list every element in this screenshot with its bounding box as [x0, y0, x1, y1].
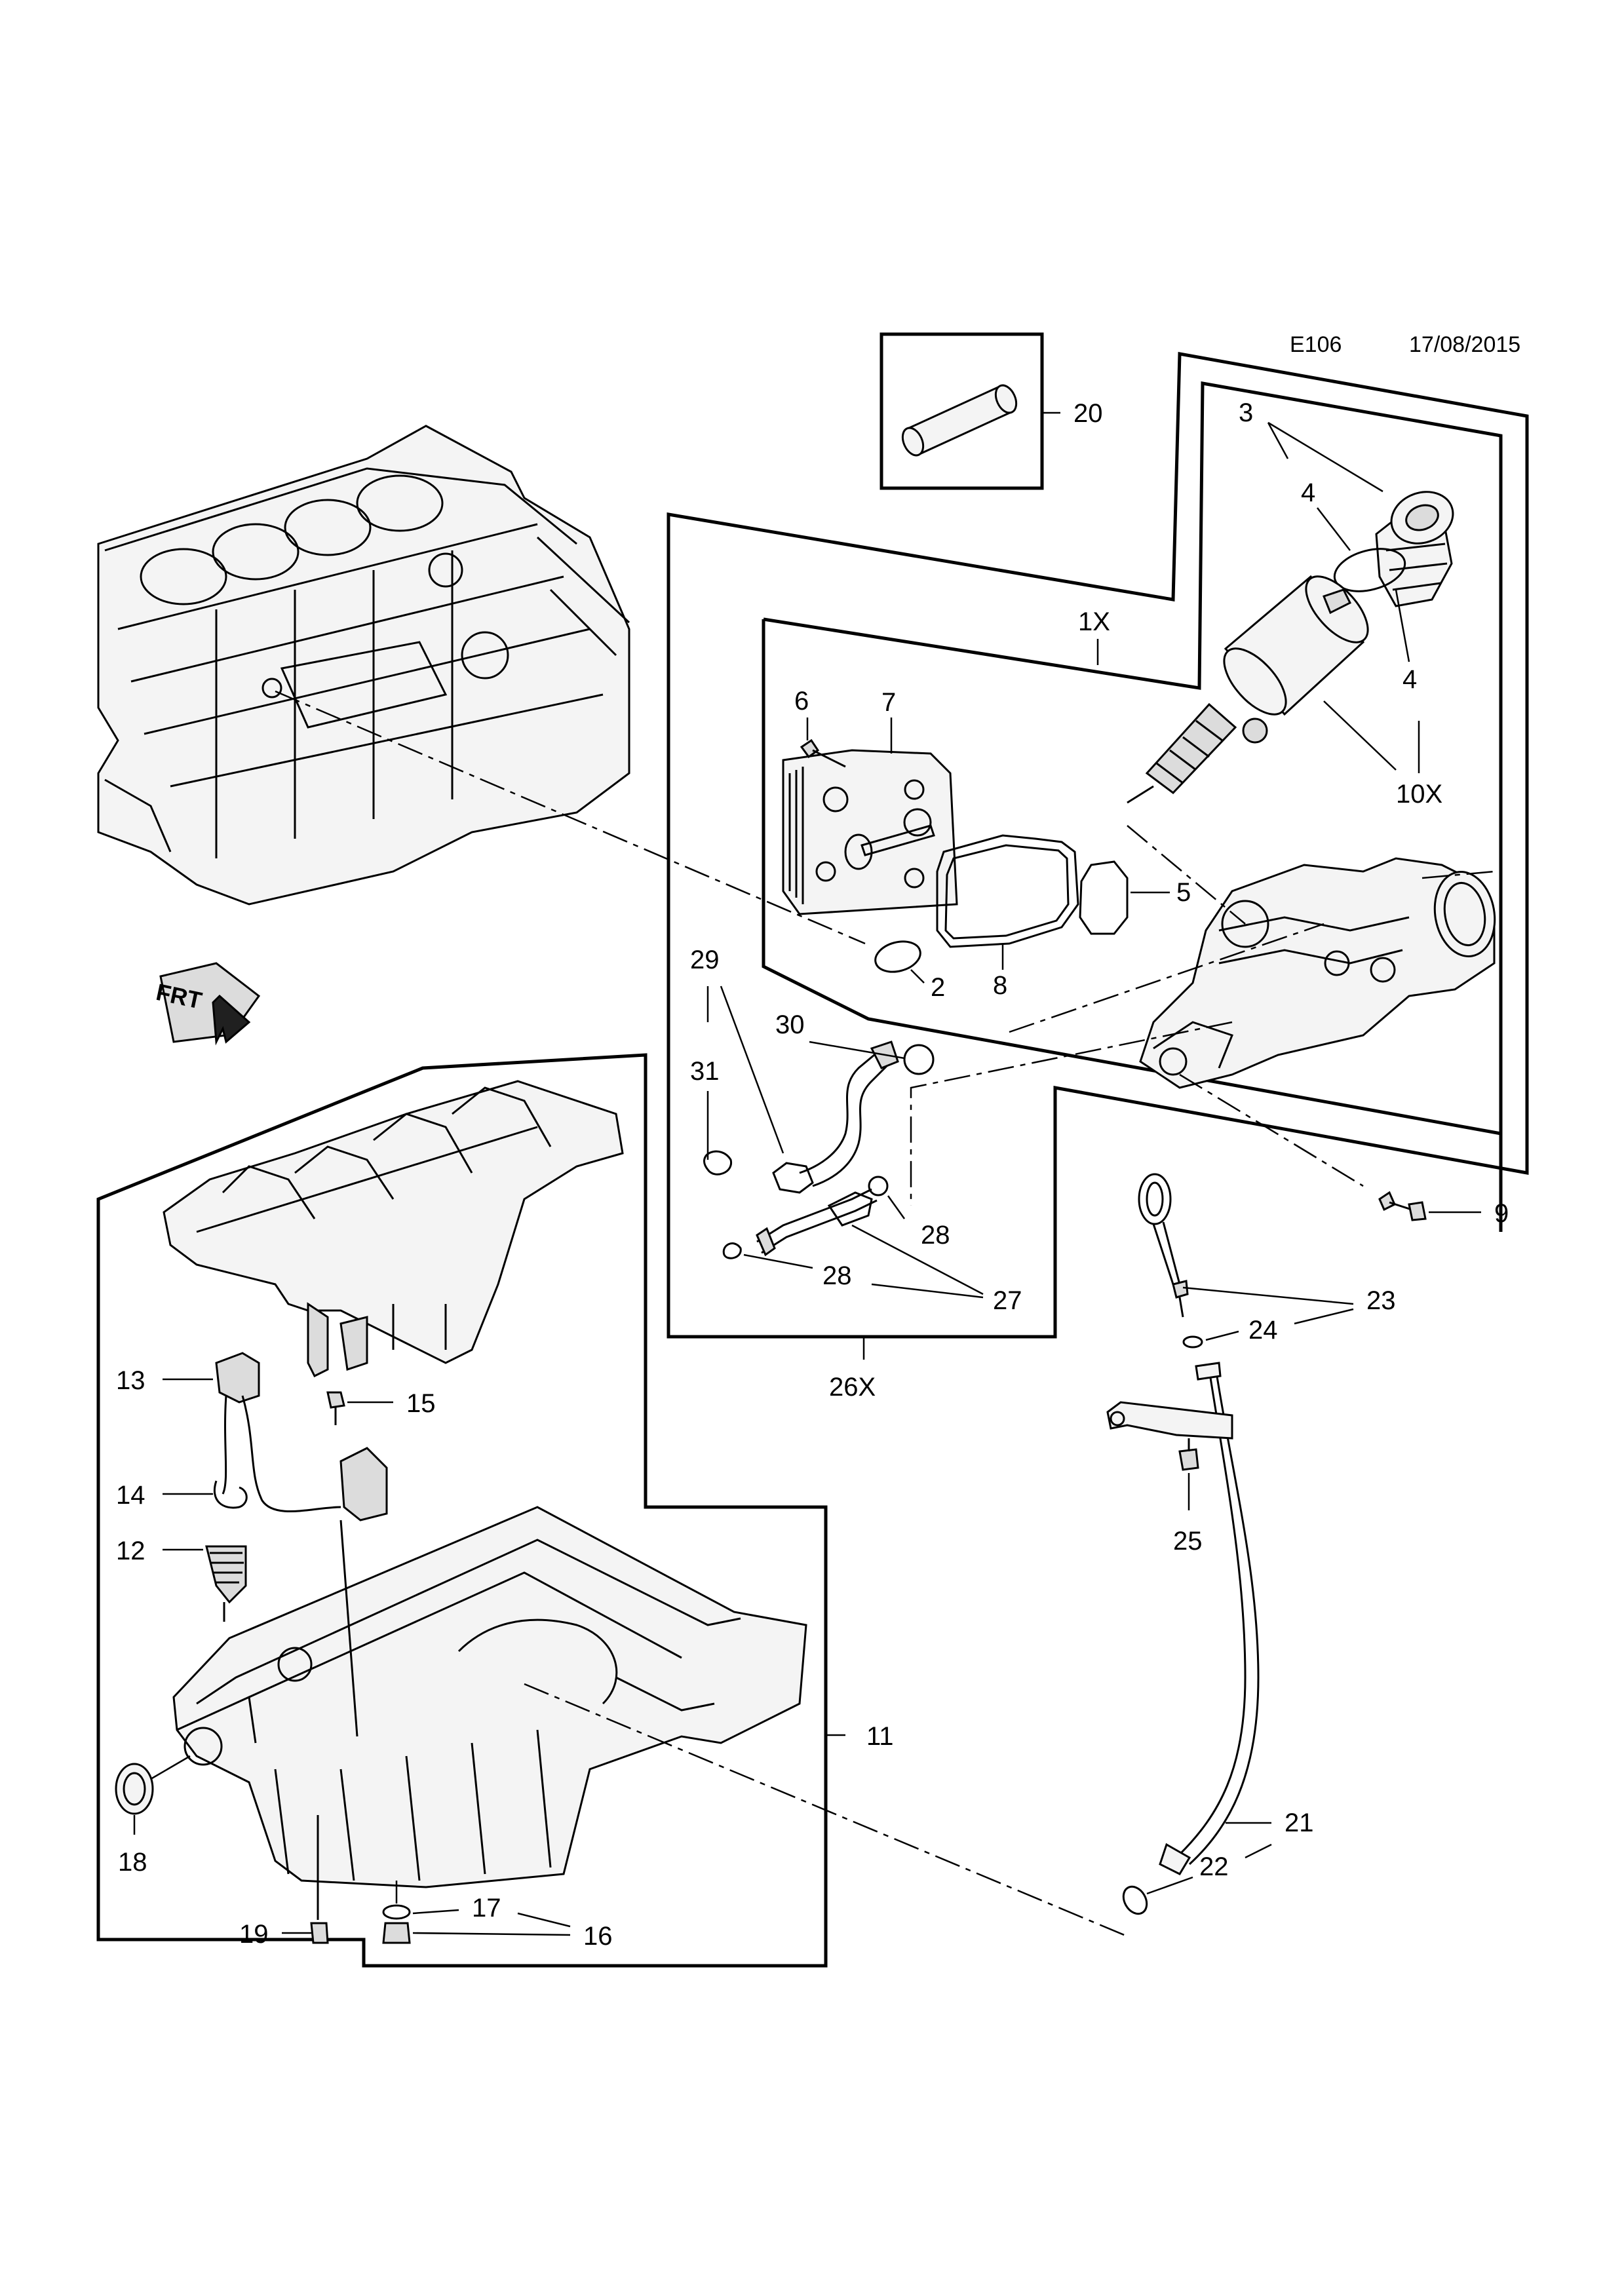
- callout-8: 8: [993, 971, 1007, 1000]
- callout-21: 21: [1285, 1808, 1314, 1837]
- callout-27: 27: [993, 1286, 1022, 1315]
- callout-10x: 10X: [1396, 780, 1442, 809]
- oil-level-sensor-13: [215, 1352, 341, 1513]
- bearing-ladder-frame: [163, 1080, 624, 1378]
- dipstick-tube-21: [1159, 1362, 1260, 1875]
- bolt-6: [800, 738, 846, 768]
- callout-7: 7: [881, 688, 896, 717]
- callout-15: 15: [406, 1389, 436, 1418]
- callout-28-right: 28: [921, 1221, 950, 1250]
- callout-14: 14: [116, 1481, 145, 1510]
- front-direction-arrow-icon: FRT: [154, 962, 261, 1046]
- oil-filter-cap: [1375, 491, 1454, 607]
- o-ring-28-left: [722, 1242, 742, 1259]
- o-ring-31: [703, 1150, 732, 1176]
- sleeve-illustration: [901, 384, 1018, 457]
- diagram-code: E106: [1290, 332, 1342, 357]
- callout-31: 31: [690, 1057, 720, 1086]
- o-ring-2: [874, 940, 921, 973]
- dipstick-23: [1138, 1173, 1189, 1318]
- drain-plug-16: [382, 1904, 411, 1944]
- diagram-date: 17/08/2015: [1409, 332, 1520, 357]
- callout-28-left: 28: [822, 1261, 852, 1290]
- callout-1x: 1X: [1078, 607, 1110, 636]
- oil-strainer-12: [205, 1545, 247, 1622]
- bolt-15: [326, 1391, 345, 1425]
- bolt-9: [1378, 1191, 1427, 1221]
- group-11-outline: [96, 1053, 828, 1968]
- callout-29: 29: [690, 946, 720, 974]
- engine-block-illustration: [97, 425, 630, 906]
- callout-9: 9: [1494, 1199, 1509, 1228]
- callout-6: 6: [794, 687, 809, 716]
- seal-18: [115, 1763, 154, 1815]
- callout-24: 24: [1248, 1316, 1278, 1345]
- tube-bracket: [1106, 1401, 1233, 1440]
- oil-pipe-27: [756, 1188, 878, 1257]
- oil-filter-housing: [1139, 857, 1496, 1089]
- callout-4-top: 4: [1301, 478, 1315, 507]
- callout-3: 3: [1239, 398, 1253, 427]
- callout-4-right: 4: [1402, 665, 1417, 694]
- seal-5: [1079, 860, 1129, 935]
- o-ring-28-right: [868, 1176, 889, 1196]
- oil-pipe-29: [772, 1041, 899, 1194]
- group-1x-outline: [667, 352, 1529, 1339]
- callout-23: 23: [1366, 1286, 1396, 1315]
- callout-5: 5: [1176, 878, 1191, 907]
- oil-cooler: [782, 749, 958, 915]
- part-20-inset: [880, 332, 1060, 490]
- gasket-8: [936, 834, 1079, 948]
- filter-valve: [1127, 702, 1268, 804]
- callout-2: 2: [931, 973, 945, 1002]
- bolt-25: [1178, 1438, 1199, 1471]
- o-ring-30: [903, 1044, 935, 1075]
- callout-22: 22: [1199, 1852, 1229, 1881]
- oil-pan-11: [172, 1447, 807, 1888]
- o-ring-22: [1122, 1885, 1148, 1915]
- callout-17: 17: [472, 1894, 501, 1923]
- callout-13: 13: [116, 1366, 145, 1395]
- callout-20: 20: [1073, 399, 1103, 428]
- callout-12: 12: [116, 1537, 145, 1565]
- oil-filter-element: [1223, 575, 1369, 716]
- callout-25: 25: [1173, 1527, 1203, 1556]
- callout-26x: 26X: [829, 1373, 876, 1402]
- clip-14: [213, 1480, 248, 1509]
- bolt-19: [310, 1815, 329, 1944]
- callout-19: 19: [239, 1920, 269, 1949]
- callout-11: 11: [866, 1722, 894, 1751]
- callout-18: 18: [118, 1848, 147, 1877]
- callout-30: 30: [775, 1010, 805, 1039]
- seal-24: [1182, 1335, 1203, 1349]
- o-ring-4: [1333, 548, 1406, 592]
- group-10x-outline: [763, 381, 1503, 1232]
- callout-16: 16: [583, 1922, 613, 1951]
